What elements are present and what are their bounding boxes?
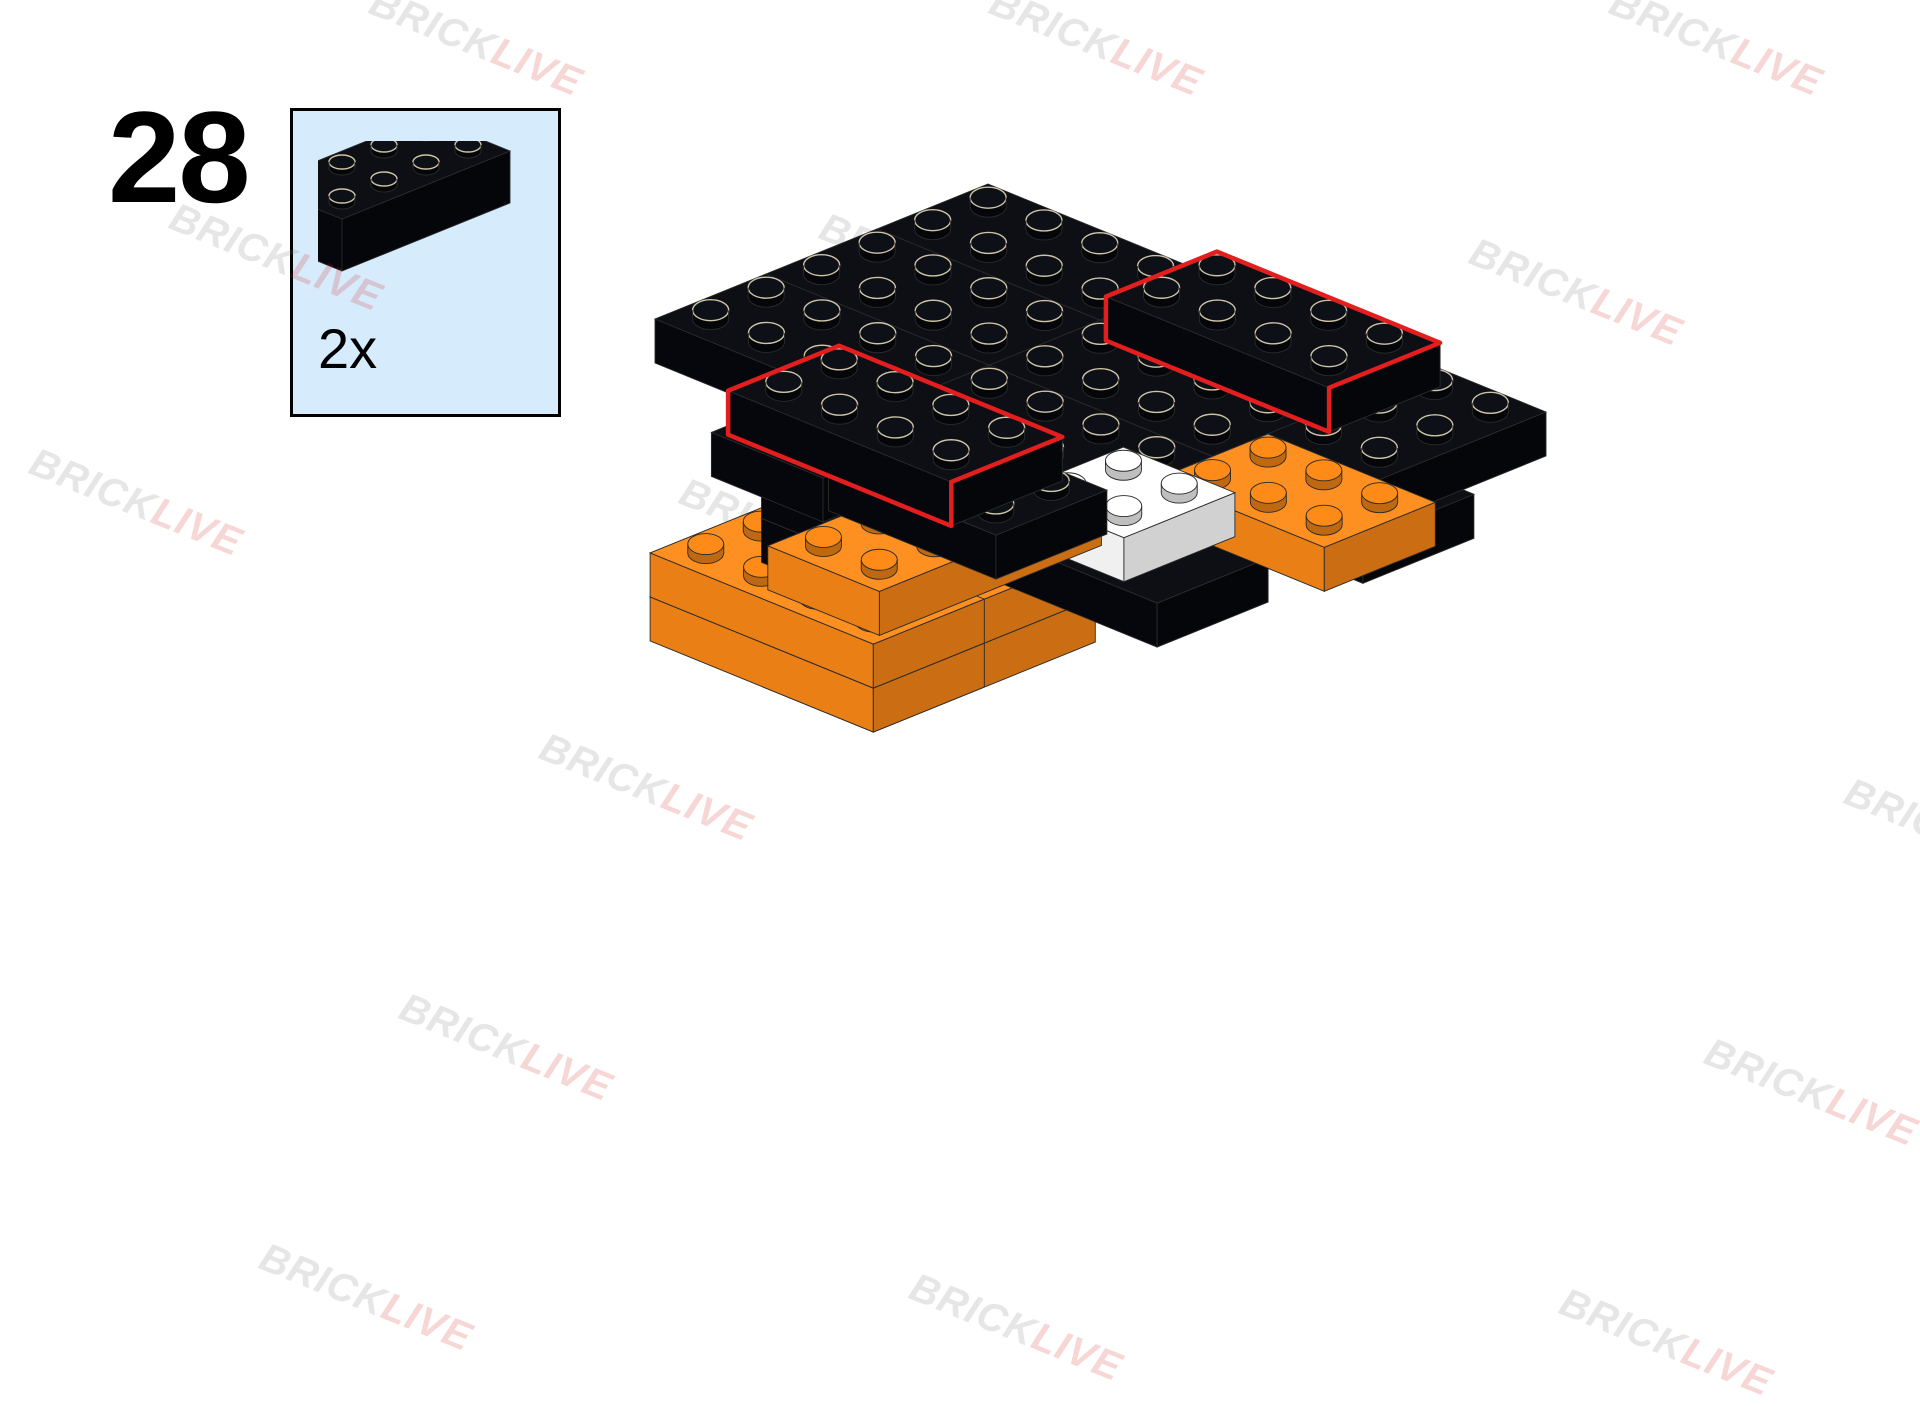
stud: [1305, 504, 1343, 536]
stud: [914, 254, 952, 286]
brick-2x4-black-icon: [318, 141, 512, 272]
parts-callout: 2x: [290, 108, 561, 417]
stud: [860, 548, 898, 580]
stud: [970, 277, 1008, 309]
stud: [687, 533, 725, 565]
stud: [747, 321, 786, 353]
stud: [1416, 414, 1454, 446]
stud: [1025, 209, 1063, 241]
stud: [1160, 472, 1198, 504]
stud: [913, 208, 952, 241]
stud: [969, 186, 1007, 218]
stud: [747, 276, 785, 308]
new-brick-2x4-black: [725, 343, 1065, 529]
stud: [370, 141, 398, 159]
stud: [1365, 322, 1404, 354]
stud: [858, 276, 897, 308]
stud: [1081, 232, 1119, 264]
stud: [1360, 436, 1399, 468]
stud: [1310, 344, 1348, 377]
stud: [970, 322, 1008, 354]
stud: [1309, 299, 1348, 331]
stud: [932, 439, 970, 471]
step-number: 28: [108, 84, 251, 230]
part-quantity: 2x: [318, 317, 378, 380]
stud: [1082, 413, 1120, 445]
stud: [1249, 436, 1287, 468]
stud: [691, 298, 730, 331]
stud: [1026, 345, 1064, 377]
stud: [820, 393, 859, 425]
brick-2x4-black: [318, 141, 512, 272]
stud: [1249, 481, 1287, 513]
stud: [987, 416, 1026, 448]
stud: [328, 188, 356, 210]
stud: [1025, 254, 1063, 286]
stud: [802, 253, 841, 286]
stud: [370, 171, 398, 193]
stud: [805, 526, 842, 557]
stud: [914, 344, 953, 376]
stud: [858, 231, 896, 263]
stud: [1137, 390, 1176, 422]
stud: [1081, 367, 1120, 400]
stud: [1105, 495, 1143, 526]
stud: [803, 299, 841, 331]
stud: [1254, 276, 1292, 308]
stud: [969, 231, 1008, 263]
stud: [412, 154, 440, 176]
stud: [1142, 276, 1181, 308]
stud: [1305, 459, 1343, 491]
stud: [1025, 299, 1064, 331]
stud: [1193, 413, 1231, 445]
stud: [454, 141, 482, 159]
stud: [914, 299, 952, 331]
stud: [1026, 390, 1064, 422]
new-brick-2x4-black: [1103, 249, 1443, 435]
stud: [765, 370, 803, 402]
stud: [859, 322, 897, 354]
stud: [876, 370, 914, 403]
stud: [1254, 322, 1292, 354]
stud: [1198, 299, 1237, 331]
stud: [1198, 254, 1236, 286]
stud: [1361, 482, 1399, 514]
stud: [970, 367, 1009, 399]
stud: [820, 348, 858, 380]
stud: [1104, 449, 1142, 481]
assembly-illustration: [648, 183, 1548, 733]
stud: [328, 154, 356, 176]
stud: [1471, 391, 1510, 423]
stud: [876, 416, 915, 448]
stud: [932, 393, 970, 425]
